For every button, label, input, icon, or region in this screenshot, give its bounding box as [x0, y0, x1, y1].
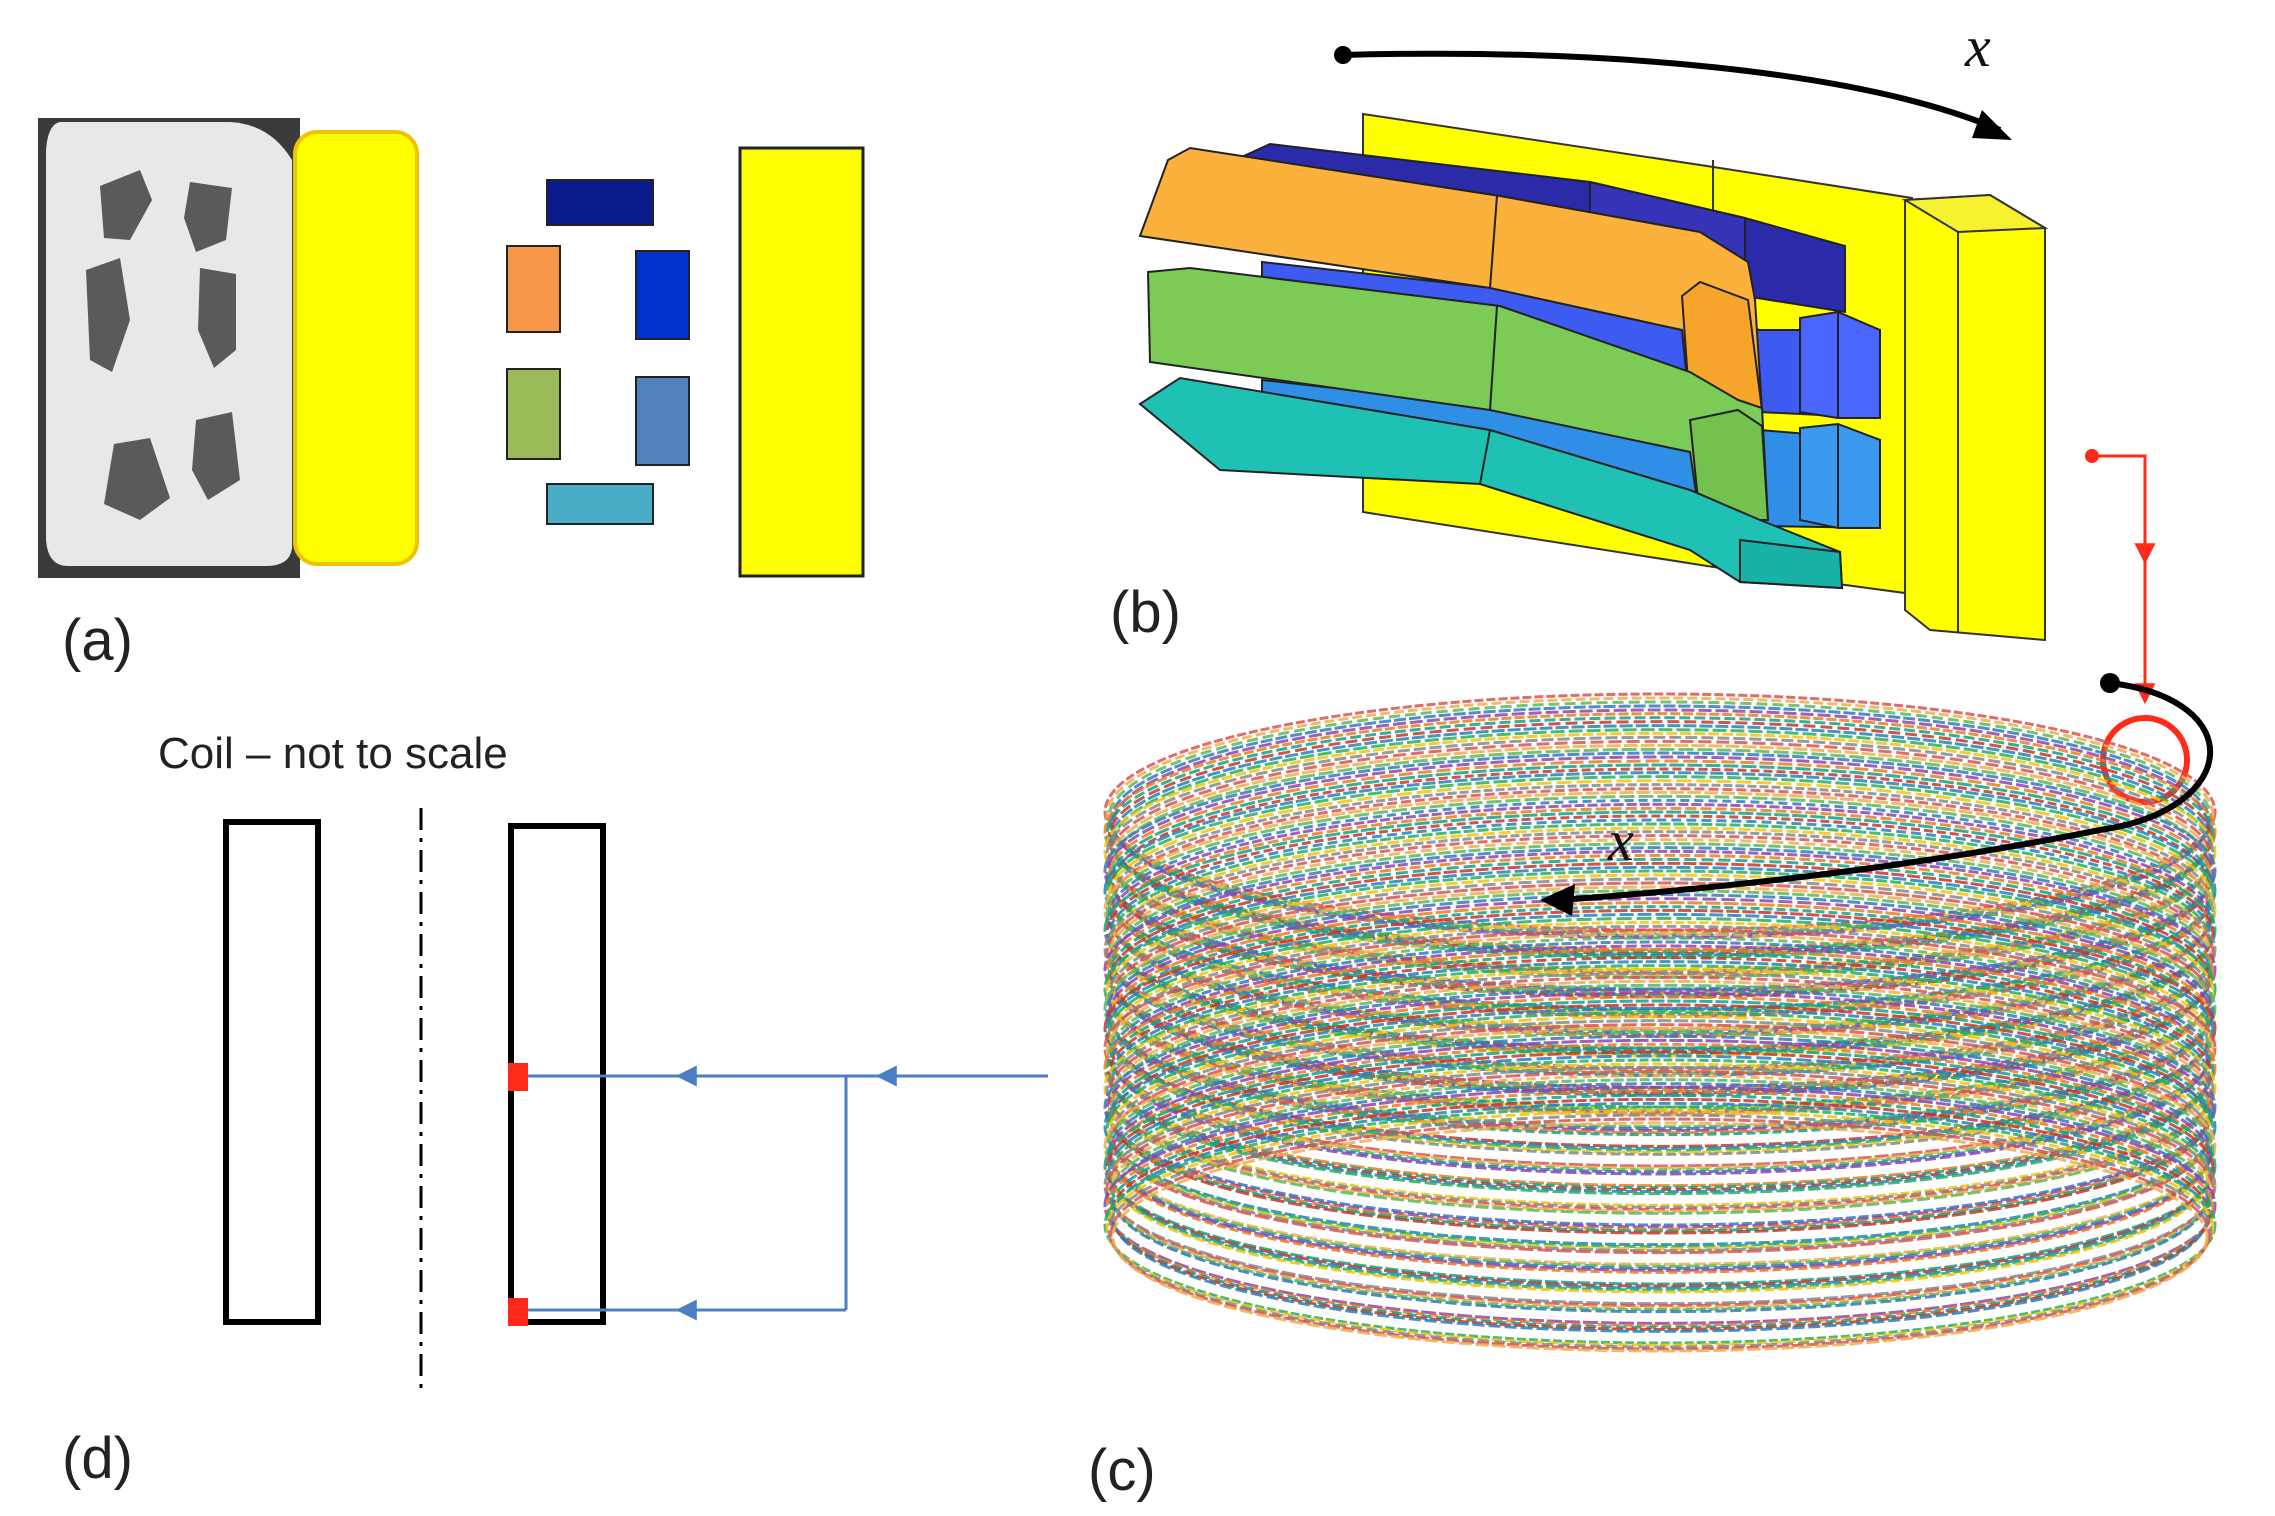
red-connector — [2085, 449, 2190, 805]
coil-turn — [1103, 1085, 2217, 1325]
x-direction-arrow-b — [1342, 50, 2002, 133]
coil-turn — [1103, 928, 2217, 1168]
strand-steel-blue — [635, 376, 690, 466]
coil-turn — [1109, 999, 2211, 1233]
coil-turn — [1105, 696, 2215, 934]
coil-turn — [1111, 1121, 2209, 1353]
panel-b-label: (b) — [1110, 580, 1181, 645]
coil-section-left — [223, 819, 321, 1325]
arrow-start-dot-c — [2100, 673, 2120, 693]
yellow-plate-front — [1904, 193, 2046, 642]
x-direction-arrow-c — [1559, 680, 2213, 903]
coil-turn — [1105, 971, 2215, 1209]
coil-turn — [1111, 708, 2209, 940]
coil-turn — [1103, 967, 2217, 1207]
panel-a: (a) — [38, 118, 865, 673]
strand-orange — [506, 245, 561, 333]
coil-turn — [1105, 775, 2215, 1013]
coil-caption: Coil – not to scale — [158, 729, 508, 778]
coil-turn — [1103, 692, 2217, 932]
coil-turn — [1105, 1030, 2215, 1268]
conductor-micrograph — [38, 118, 300, 578]
coil-turn — [1105, 716, 2215, 954]
coil-turn — [1109, 1117, 2211, 1351]
panel-d-label: (d) — [62, 1426, 133, 1491]
panel-b-axis-label: x — [1964, 14, 1991, 79]
coil-turn — [1109, 861, 2211, 1095]
panel-d: Coil – not to scale (d) — [62, 729, 1048, 1491]
coil-turn — [1103, 1105, 2217, 1345]
measure-point-top — [508, 1063, 528, 1091]
coil-turn — [1103, 869, 2217, 1109]
coil-turn — [1105, 912, 2215, 1150]
coil-turn — [1105, 755, 2215, 993]
strand-blue — [635, 250, 690, 340]
coil-turn — [1103, 908, 2217, 1148]
coil-turn — [1105, 1109, 2215, 1347]
coil-turn — [1105, 853, 2215, 1091]
coil-turn — [1105, 893, 2215, 1131]
panel-c: x (c) — [1088, 673, 2217, 1503]
panel-a-label: (a) — [62, 608, 133, 673]
strand-dark-blue — [546, 179, 654, 226]
coil-turn — [1111, 846, 2209, 1078]
coil-turn — [1105, 735, 2215, 973]
panel-c-label: (c) — [1088, 1438, 1156, 1503]
coil-turn — [1105, 932, 2215, 1170]
coil-turn — [1105, 814, 2215, 1052]
coil-turn — [1103, 1026, 2217, 1266]
panel-c-axis-label: x — [1607, 808, 1634, 873]
coil-turn — [1109, 724, 2211, 958]
coil-turn — [1103, 810, 2217, 1050]
coil-turn — [1105, 873, 2215, 1111]
coil-turn — [1103, 731, 2217, 971]
coil-turn — [1103, 987, 2217, 1227]
coil-turn — [1105, 991, 2215, 1229]
coil-turn — [1103, 830, 2217, 1070]
strand-green — [506, 368, 561, 460]
coil-turn — [1105, 1011, 2215, 1249]
coil-turns — [1103, 692, 2217, 1353]
coil-turn — [1105, 794, 2215, 1032]
coil-turn — [1103, 1066, 2217, 1306]
strand-cyan — [546, 483, 654, 525]
coil-turn — [1107, 1113, 2213, 1349]
coil-turn — [1105, 952, 2215, 1190]
coil-turn — [1103, 948, 2217, 1188]
coil-turn — [1103, 1046, 2217, 1286]
coil-turn — [1105, 834, 2215, 1072]
yellow-conductor-rounded — [293, 130, 419, 566]
coil-turn — [1105, 1050, 2215, 1288]
yellow-conductor-rect — [738, 146, 865, 578]
coil-turn — [1105, 1089, 2215, 1327]
panel-b: x (b) — [1110, 14, 2049, 645]
coil-turn — [1111, 983, 2209, 1215]
coil-turn — [1103, 1007, 2217, 1247]
arrow-start-dot-b — [1334, 46, 1352, 64]
strand-b-orange — [1138, 146, 1764, 411]
coil-turn — [1105, 1070, 2215, 1308]
measure-point-bottom — [508, 1298, 528, 1326]
